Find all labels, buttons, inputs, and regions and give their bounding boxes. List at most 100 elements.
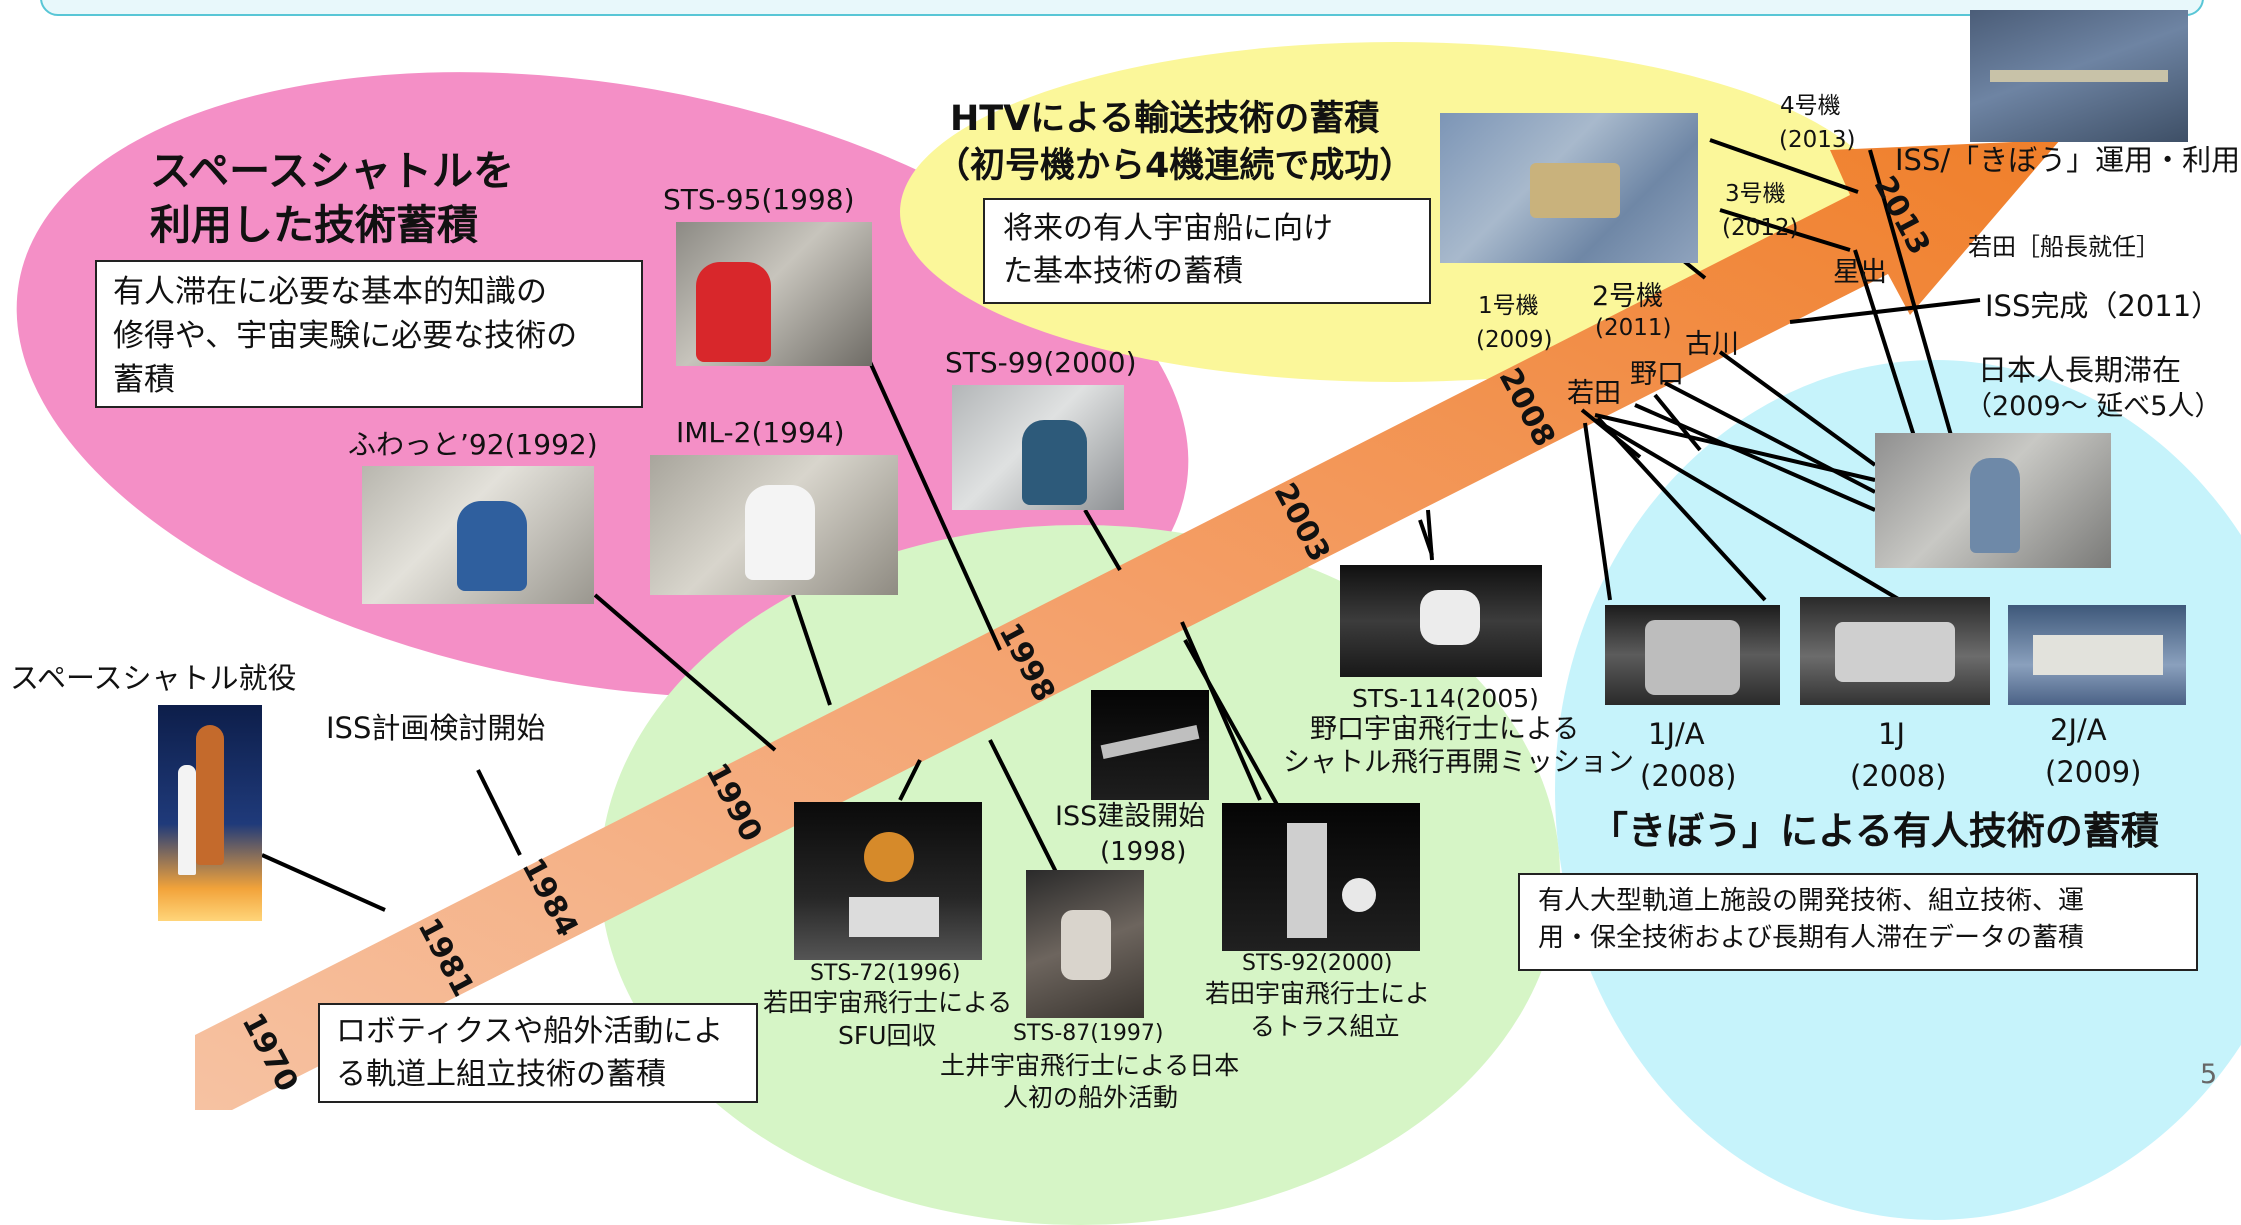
sts72-label: STS-72(1996) [810, 961, 961, 986]
sts99-photo [952, 385, 1124, 510]
shuttle-title-line1: スペースシャトルを [150, 147, 515, 195]
iss-operations-label: ISS/「きぼう」運用・利用 [1895, 143, 2241, 177]
htv-description-box: 将来の有人宇宙船に向け た基本技術の蓄積 [983, 198, 1431, 304]
htv-unit1: 1号機 [1478, 293, 1539, 319]
htv-unit4: 4号機 [1780, 93, 1841, 119]
iss-construction-photo [1091, 690, 1209, 800]
sts87-label: STS-87(1997) [1013, 1021, 1164, 1046]
iss-plan-label: ISS計画検討開始 [326, 711, 546, 745]
shuttle-start-label: スペースシャトル就役 [10, 661, 297, 695]
htv-unit1-year: (2009) [1476, 327, 1553, 353]
iss-photo [1970, 10, 2188, 142]
iml2-photo [650, 455, 898, 595]
sts95-label: STS-95(1998) [663, 183, 855, 216]
hoshide-label: 星出 [1833, 257, 1887, 288]
shuttle-box-line3: 蓄積 [113, 362, 175, 399]
sts95-photo [676, 222, 872, 366]
kibo-box-line2: 用・保全技術および長期有人滞在データの蓄積 [1538, 922, 2085, 953]
spacewalker-shape [1420, 590, 1480, 645]
sts99-label: STS-99(2000) [945, 346, 1137, 379]
astronaut-shape [1970, 458, 2020, 553]
kibo-2ja-label: 2J/A [2050, 713, 2107, 747]
sts72-desc-line1: 若田宇宙飛行士による [763, 988, 1013, 1017]
sts92-label: STS-92(2000) [1242, 951, 1393, 976]
sts72-photo [794, 802, 982, 960]
timeline-diagram [195, 138, 2060, 1110]
noguchi-label: 野口 [1630, 359, 1684, 390]
shuttle-launch-photo [158, 705, 262, 921]
timeline-arrow [195, 140, 2060, 1110]
furukawa-label: 古川 [1685, 329, 1739, 360]
iss-solar-array-shape [1990, 70, 2168, 82]
sts92-photo [1222, 803, 1420, 951]
astronaut-shape [1022, 420, 1087, 505]
iml2-label: IML-2(1994) [676, 416, 845, 449]
kibo-2ja-photo [2008, 605, 2186, 705]
sts87-desc-line1: 土井宇宙飛行士による日本 [940, 1051, 1240, 1080]
sts114-desc-line1: 野口宇宙飛行士による [1310, 714, 1580, 745]
sfu-satellite-shape [864, 832, 914, 882]
iss-construction-year: (1998) [1100, 837, 1187, 867]
kibo-title: 「きぼう」による有人技術の蓄積 [1590, 809, 2159, 853]
sts72-desc-line2: SFU回収 [838, 1021, 937, 1050]
htv-title-line1: HTVによる輸送技術の蓄積 [950, 99, 1380, 139]
sts92-desc-line1: 若田宇宙飛行士によ [1205, 979, 1431, 1008]
kibo-1j-year: (2008) [1850, 759, 1947, 793]
wakata-label: 若田 [1567, 378, 1621, 409]
robotics-description-box: ロボティクスや船外活動によ る軌道上組立技術の蓄積 [318, 1003, 758, 1103]
htv-unit4-year: (2013) [1779, 127, 1856, 153]
wakata-commander-label: 若田［船長就任］ [1968, 233, 2160, 261]
fuwatto-photo [362, 466, 594, 604]
htv-box-line2: た基本技術の蓄積 [1003, 253, 1243, 289]
htv-unit2: 2号機 [1592, 281, 1664, 312]
sts114-desc-line2: シャトル飛行再開ミッション [1283, 747, 1634, 778]
astronaut-shape [457, 501, 527, 591]
shuttle-orbiter-shape [178, 765, 196, 875]
kibo-2ja-year: (2009) [2045, 755, 2142, 789]
kibo-1j-label: 1J [1878, 717, 1906, 751]
logistics-module-shape [1645, 620, 1740, 695]
long-stay-line1: 日本人長期滞在 [1978, 353, 2182, 387]
kibo-1j-photo [1800, 597, 1990, 705]
shuttle-title-line2: 利用した技術蓄積 [150, 201, 478, 249]
kibo-1ja-label: 1J/A [1648, 717, 1705, 751]
robotics-box-line1: ロボティクスや船外活動によ [336, 1014, 724, 1049]
robot-arm-shape [849, 897, 939, 937]
long-stay-photo [1875, 433, 2111, 568]
iss-complete-label: ISS完成（2011） [1985, 289, 2221, 323]
long-stay-line2: （2009～ 延べ5人） [1965, 391, 2222, 422]
shuttle-box-line2: 修得や、宇宙実験に必要な技術の [113, 318, 578, 355]
pressurized-module-shape [1835, 622, 1955, 682]
htv-photo [1440, 113, 1698, 263]
robotics-box-line2: る軌道上組立技術の蓄積 [336, 1056, 666, 1092]
iss-module-shape [1100, 724, 1200, 760]
kibo-description-box: 有人大型軌道上施設の開発技術、組立技術、運 用・保全技術および長期有人滞在データ… [1518, 873, 2198, 971]
truss-shape [1287, 823, 1327, 938]
kibo-1ja-photo [1605, 605, 1780, 705]
exposed-facility-shape [2033, 635, 2163, 675]
leader-lines [261, 138, 1981, 912]
spacewalker-shape [1061, 910, 1111, 980]
kibo-box-line1: 有人大型軌道上施設の開発技術、組立技術、運 [1538, 886, 2085, 916]
sts87-desc-line2: 人初の船外活動 [1003, 1083, 1179, 1112]
htv-unit2-year: (2011) [1595, 315, 1672, 341]
htv-box-line1: 将来の有人宇宙船に向け [1003, 211, 1333, 246]
astronaut-shape [745, 485, 815, 580]
shuttle-description-box: 有人滞在に必要な基本的知識の 修得や、宇宙実験に必要な技術の 蓄積 [95, 260, 643, 408]
sts114-label: STS-114(2005) [1352, 684, 1539, 713]
htv-spacecraft-shape [1530, 163, 1620, 218]
htv-title-line2: （初号機から4機連続で成功） [935, 146, 1415, 186]
shuttle-box-line1: 有人滞在に必要な基本的知識の [113, 274, 547, 310]
antenna-shape [1342, 878, 1376, 912]
page-number: 5 [2200, 1059, 2218, 1090]
shuttle-tank-shape [196, 725, 224, 865]
htv-unit3-year: (2012) [1722, 215, 1799, 241]
kibo-1ja-year: (2008) [1640, 759, 1737, 793]
astronaut-shape [696, 262, 771, 362]
fuwatto-label: ふわっと’92(1992) [348, 428, 598, 461]
htv-unit3: 3号機 [1725, 181, 1786, 207]
sts114-photo [1340, 565, 1542, 677]
sts92-desc-line2: るトラス組立 [1250, 1012, 1400, 1041]
sts87-photo [1026, 870, 1144, 1018]
iss-construction-label: ISS建設開始 [1055, 801, 1206, 832]
